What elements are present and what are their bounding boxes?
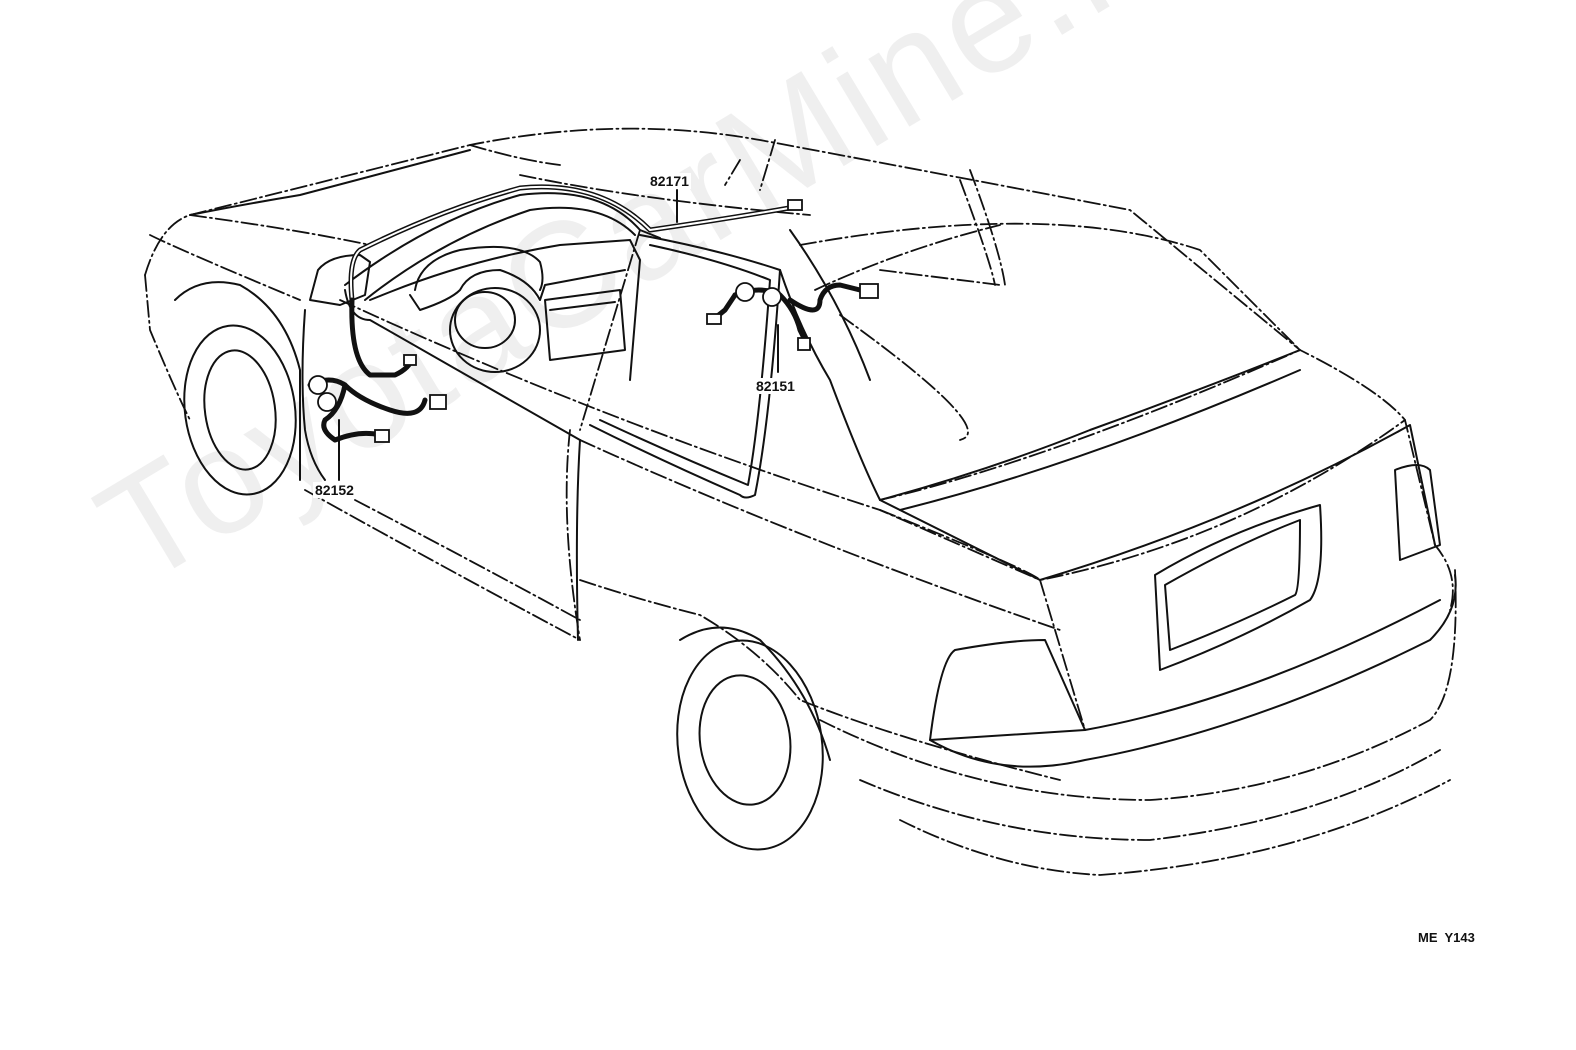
grommet-icon [762, 287, 782, 307]
part-number-82152[interactable]: 82152 [313, 482, 356, 498]
connector-icon [403, 354, 417, 366]
connector-icon [797, 337, 811, 351]
connector-icon [787, 199, 803, 211]
connector-icon [859, 283, 879, 299]
grommet-icon [308, 375, 328, 395]
diagram-reference-code: ME Y143 [1418, 930, 1475, 945]
leader-lines [338, 189, 779, 481]
part-number-82151[interactable]: 82151 [754, 378, 797, 394]
car-body-outline [144, 127, 1457, 876]
grommet-icon [735, 282, 755, 302]
harness-82171 [348, 184, 803, 378]
part-number-82171[interactable]: 82171 [648, 173, 691, 189]
harness-82152 [307, 375, 447, 443]
car-solid-lines [174, 149, 1457, 851]
connector-icon [706, 313, 722, 325]
harness-82151 [706, 282, 879, 351]
connector-icon [429, 394, 447, 410]
grommet-icon [317, 392, 337, 412]
connector-icon [374, 429, 390, 443]
